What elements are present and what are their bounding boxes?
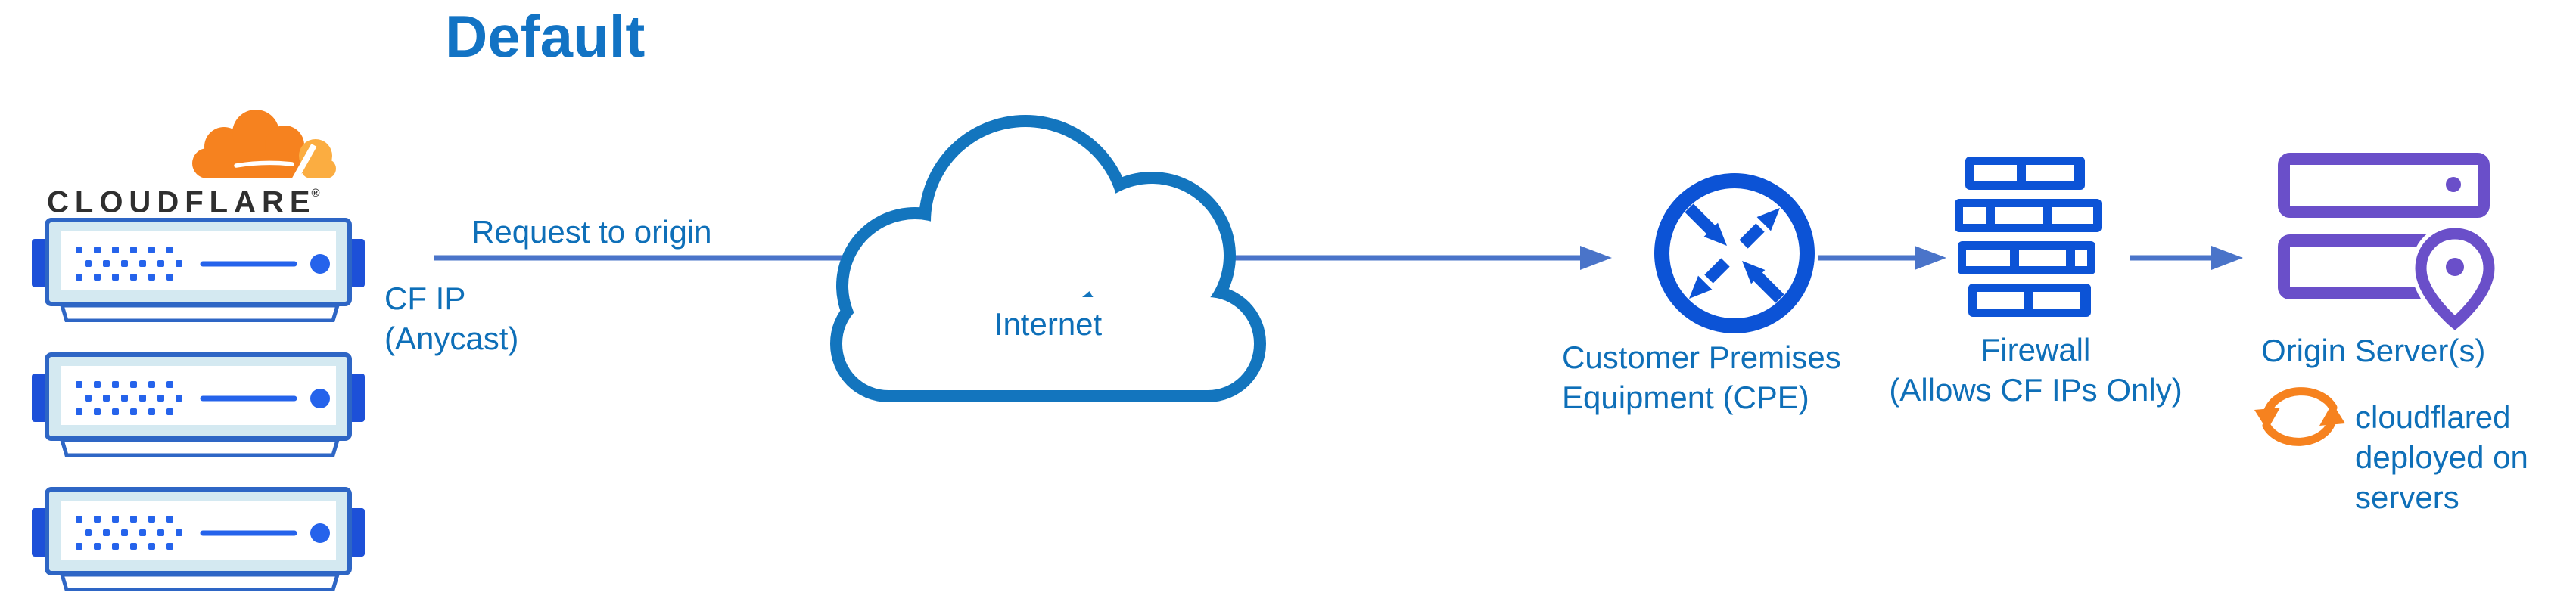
firewall-label-line2: (Allows CF IPs Only) [1889,372,2182,408]
diagram-title: Default [445,3,646,70]
cpe-label: Customer Premises Equipment (CPE) [1562,337,1841,417]
internet-cloud-label: Internet [994,306,1103,342]
cloudflare-server-icon [32,489,365,590]
origin-servers-label: Origin Server(s) [2261,333,2486,368]
cloudflare-wordmark: CLOUDFLARE® [47,183,372,217]
firewall-icon [1955,157,2102,317]
cloudflare-wordmark-text: CLOUDFLARE [47,185,316,219]
cloudflared-note-line2: deployed on [2355,439,2528,475]
cpe-label-line1: Customer Premises [1562,340,1841,375]
arrowhead-icon [1915,246,1946,270]
location-pin-icon [2410,223,2500,336]
cloudflare-logo-cloud-icon [192,110,336,183]
registered-trademark: ® [311,187,320,200]
anycast-line: (Anycast) [384,321,519,356]
firewall-to-origin-arrow [2130,246,2243,270]
firewall-label-line1: Firewall [1980,332,2091,367]
arrowhead-icon [1580,246,1612,270]
origin-servers-icon [2278,153,2500,336]
cpe-label-line2: Equipment (CPE) [1562,380,1809,415]
cf-ip-line: CF IP [384,281,466,316]
cloudflared-note-line1: cloudflared [2355,399,2511,435]
cpe-router-icon [1654,173,1815,333]
cf-ip-anycast-caption: CF IP (Anycast) [384,278,518,358]
sync-icon [2254,387,2345,446]
request-arrow-label: Request to origin [471,214,712,250]
firewall-label: Firewall (Allows CF IPs Only) [1862,330,2210,410]
cloudflare-server-icon [32,355,365,455]
internet-cloud-icon [830,115,1266,402]
cpe-to-firewall-arrow [1818,246,1946,270]
cloudflared-note-line3: servers [2355,479,2459,515]
arrowhead-icon [2211,246,2243,270]
cloudflare-server-icon [32,220,365,321]
cloudflared-note: cloudflared deployed on servers [2355,397,2528,517]
